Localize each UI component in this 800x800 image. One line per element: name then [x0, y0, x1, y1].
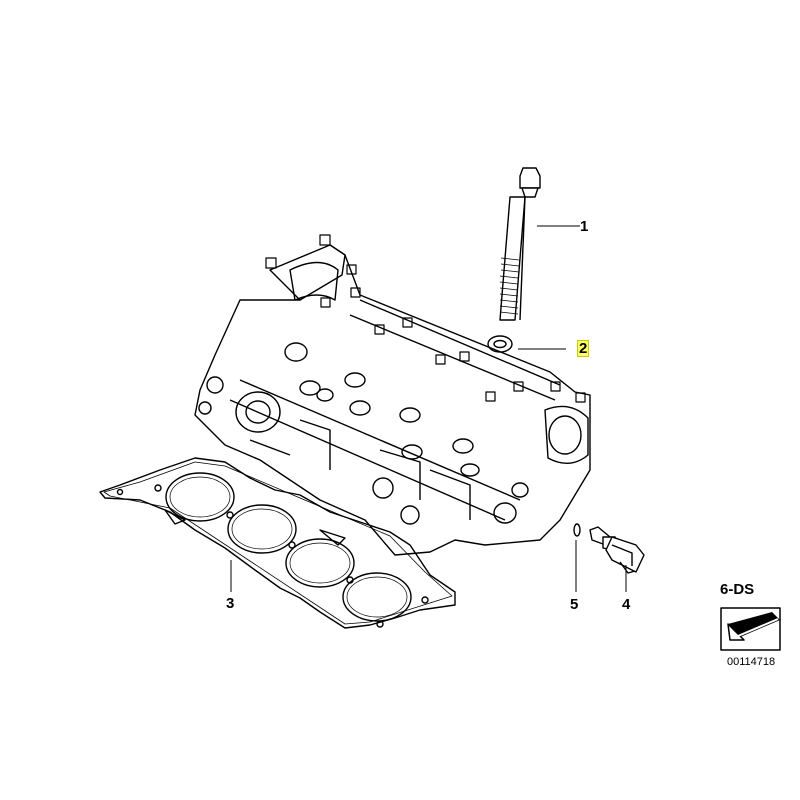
section-reference[interactable]: 6-DS [720, 581, 755, 598]
temperature-sensor [589, 526, 645, 574]
cylinder-head-bolt [499, 167, 541, 321]
catalog-number: 00114718 [727, 656, 776, 668]
o-ring [573, 523, 581, 537]
callout-1[interactable]: 1 [580, 218, 589, 235]
callout-2[interactable]: 2 [576, 340, 590, 357]
leader-lines [230, 225, 627, 592]
callout-4[interactable]: 4 [622, 596, 631, 613]
cylinder-head [194, 234, 591, 556]
head-gasket [99, 457, 456, 629]
arrow-reference-icon [720, 607, 781, 651]
callout-5[interactable]: 5 [570, 596, 579, 613]
callout-3[interactable]: 3 [226, 595, 235, 612]
washer [487, 335, 513, 353]
